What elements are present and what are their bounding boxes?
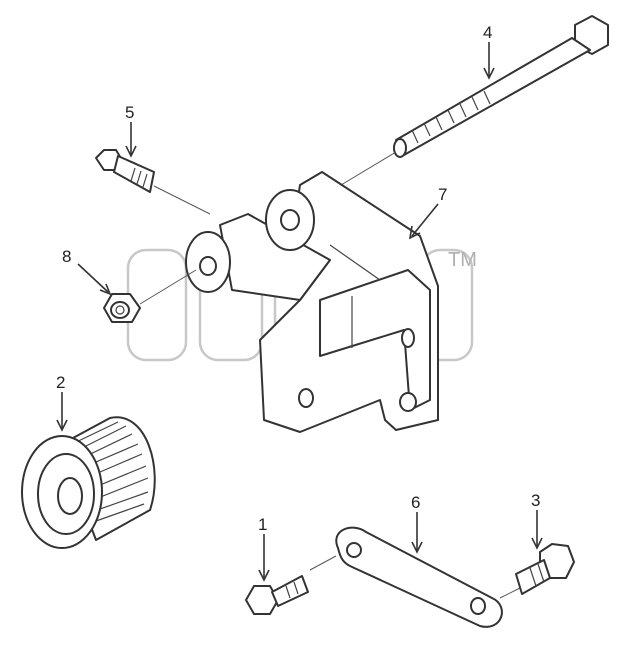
arrow-8 [77,263,109,293]
callout-2: 2 [56,373,65,392]
callout-arrows [56,42,543,582]
callout-4: 4 [483,23,492,42]
callout-3: 3 [531,491,540,510]
callout-8: 8 [62,247,71,266]
callout-1: 1 [258,515,267,534]
part-6-link [309,526,521,628]
callout-6: 6 [411,493,420,512]
part-3-bolt [515,543,575,595]
callout-labels: 4 5 7 8 2 1 6 3 [56,23,540,534]
callout-7: 7 [438,185,447,204]
part-2-pulley [21,416,156,549]
part-5-bolt [95,149,211,215]
part-4-long-bolt [335,15,609,189]
part-8-nut [103,269,197,323]
part-7-bracket [185,171,439,433]
arrow-7 [411,203,439,237]
callout-5: 5 [125,103,134,122]
part-1-bolt [245,575,309,615]
watermark-trademark: TM [448,249,477,271]
